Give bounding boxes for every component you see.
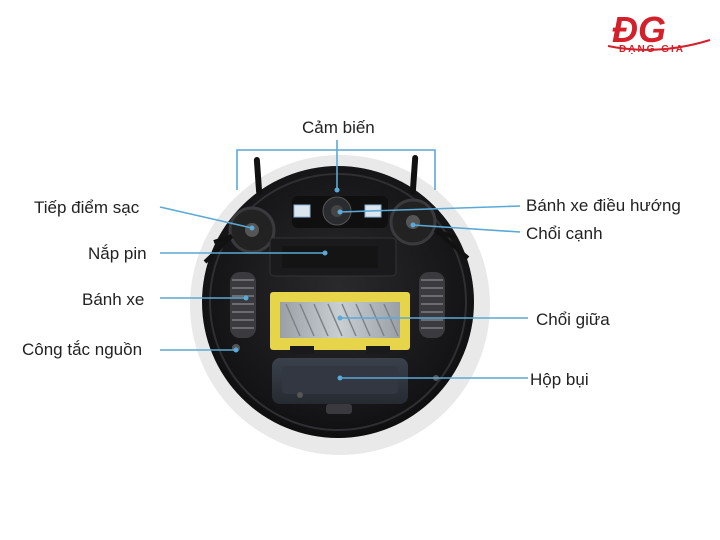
label-dust-box: Hộp bụi xyxy=(530,370,589,389)
label-steering-wheel: Bánh xe điều hướng xyxy=(526,196,681,215)
battery-cover-inner xyxy=(282,246,378,268)
left-wheel-tread xyxy=(232,279,254,329)
brand-swoosh xyxy=(607,39,711,51)
label-charging-contact: Tiếp điểm sạc xyxy=(34,198,140,217)
main-brush-bristles xyxy=(285,303,399,337)
label-power-switch: Công tắc nguồn xyxy=(22,340,143,359)
label-battery-cover: Nắp pin xyxy=(88,244,147,263)
brush-latch-left xyxy=(290,346,314,354)
label-wheel: Bánh xe xyxy=(82,290,145,309)
robot-rim xyxy=(209,173,467,431)
sensor-bracket xyxy=(236,149,436,190)
right-wheel-tread xyxy=(421,279,443,329)
brush-latch-right xyxy=(366,346,390,354)
right-antenna xyxy=(409,155,419,195)
label-sensor: Cảm biến xyxy=(302,118,375,137)
right-side-brush-bristle xyxy=(433,228,470,260)
left-side-brush-bristle xyxy=(203,234,234,264)
leader-steering-wheel xyxy=(339,205,521,213)
leader-side-brush xyxy=(412,224,521,233)
brand-subtitle: ĐẠNG GIA xyxy=(619,44,685,55)
brand-logo: ĐG xyxy=(607,9,711,51)
left-antenna xyxy=(253,157,263,195)
label-main-brush: Chổi giữa xyxy=(536,310,610,329)
label-side-brush: Chổi cạnh xyxy=(526,224,603,243)
sensor-window-left xyxy=(293,204,311,218)
screw-left xyxy=(297,392,303,398)
rear-handle xyxy=(326,404,352,414)
leader-lines xyxy=(159,140,528,379)
leader-charging-contact xyxy=(159,206,253,229)
leader-dots xyxy=(233,187,416,381)
brand-logo-text: ĐG xyxy=(612,9,666,50)
